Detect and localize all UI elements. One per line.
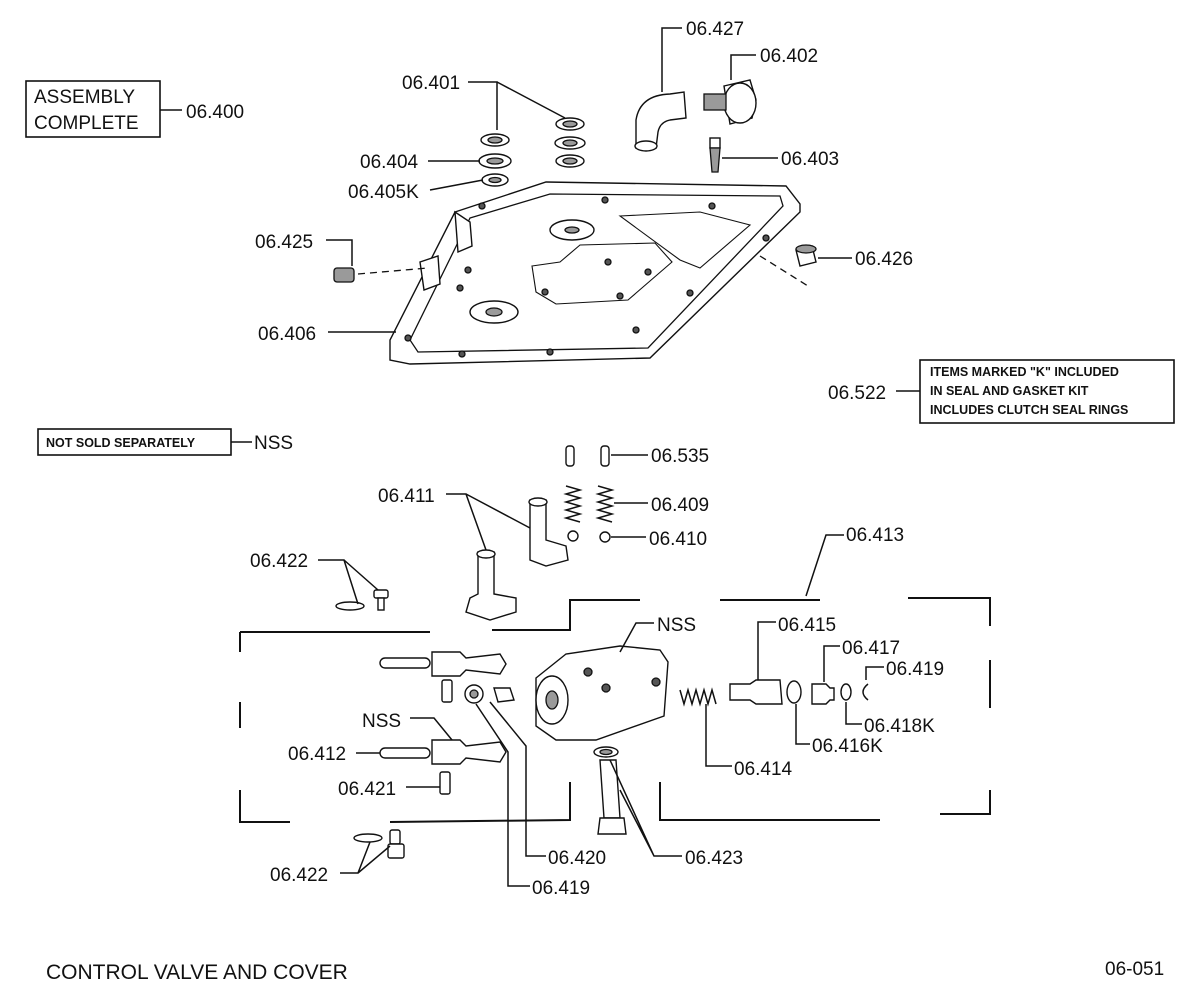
label-06-400: 06.400: [186, 102, 244, 123]
elbow-fitting: [634, 91, 687, 152]
spool-lower: [379, 739, 507, 795]
diagram-title: CONTROL VALVE AND COVER: [46, 961, 348, 984]
ring-06-418k: [840, 683, 852, 701]
label-06-412: 06.412: [288, 744, 346, 765]
plug-screw: [709, 137, 721, 173]
page-code: 06-051: [1105, 959, 1164, 980]
label-06-421: 06.421: [338, 779, 396, 800]
label-nss-body: NSS: [657, 615, 696, 636]
assembly-line2: COMPLETE: [34, 113, 139, 134]
valve-body-dashed-outline: [239, 597, 991, 823]
washer-stack-left: [478, 133, 512, 187]
label-06-417: 06.417: [842, 638, 900, 659]
label-06-418k: 06.418K: [864, 716, 935, 737]
snap-ring-06-419-right: [862, 683, 869, 701]
pins-06-535: [565, 445, 610, 467]
label-06-426: 06.426: [855, 249, 913, 270]
plug-06-426: [795, 244, 817, 267]
label-06-415: 06.415: [778, 615, 836, 636]
label-06-406: 06.406: [258, 324, 316, 345]
label-06-414: 06.414: [734, 759, 793, 780]
label-06-422-top: 06.422: [250, 551, 308, 572]
label-06-413: 06.413: [846, 525, 904, 546]
label-06-423: 06.423: [685, 848, 743, 869]
label-06-416k: 06.416K: [812, 736, 883, 757]
nss-box-text: NOT SOLD SEPARATELY: [46, 436, 196, 450]
pin-06-422-bottom: [353, 829, 405, 859]
bolt-06-423: [593, 746, 627, 835]
label-06-405k: 06.405K: [348, 182, 419, 203]
label-nss-left: NSS: [362, 711, 401, 732]
spring-06-414: [679, 687, 717, 707]
balls-06-410: [567, 530, 611, 543]
seal-06-416k: [786, 680, 802, 704]
plug-06-425: [333, 267, 355, 283]
label-06-522: 06.522: [828, 383, 886, 404]
label-06-419-bottom: 06.419: [532, 878, 590, 899]
assembly-line1: ASSEMBLY: [34, 87, 135, 108]
label-06-420: 06.420: [548, 848, 606, 869]
label-06-410: 06.410: [649, 529, 707, 550]
label-06-427: 06.427: [686, 19, 744, 40]
label-06-419-right: 06.419: [886, 659, 944, 680]
label-06-401: 06.401: [402, 73, 460, 94]
pin-06-422-top: [335, 589, 389, 611]
label-06-403: 06.403: [781, 149, 839, 170]
adapter-fitting: [703, 79, 757, 125]
levers-06-411: [465, 497, 569, 621]
cover-plate: [389, 181, 801, 365]
kit-note-line3: INCLUDES CLUTCH SEAL RINGS: [930, 403, 1128, 417]
label-06-535: 06.535: [651, 446, 709, 467]
plug-06-417: [811, 683, 835, 705]
assembly-complete-box: ASSEMBLY COMPLETE: [25, 80, 182, 138]
label-nss-top: NSS: [254, 433, 293, 454]
kit-note-line1: ITEMS MARKED "K" INCLUDED: [930, 365, 1119, 379]
seal-kit-note-box: ITEMS MARKED "K" INCLUDED IN SEAL AND GA…: [919, 359, 1175, 424]
not-sold-separately-box: NOT SOLD SEPARATELY: [37, 428, 252, 456]
washer-stack-right: [554, 117, 586, 168]
pin-and-rings-mid: [441, 679, 515, 704]
label-06-425: 06.425: [255, 232, 313, 253]
label-06-422-bottom: 06.422: [270, 865, 328, 886]
label-06-404: 06.404: [360, 152, 419, 173]
spool-upper: [379, 651, 507, 677]
label-06-409: 06.409: [651, 495, 709, 516]
springs-06-409: [563, 485, 615, 523]
valve-body: [535, 645, 669, 741]
label-06-411: 06.411: [378, 486, 435, 507]
label-06-402: 06.402: [760, 46, 818, 67]
kit-note-line2: IN SEAL AND GASKET KIT: [930, 384, 1089, 398]
plunger-06-415: [729, 679, 783, 705]
